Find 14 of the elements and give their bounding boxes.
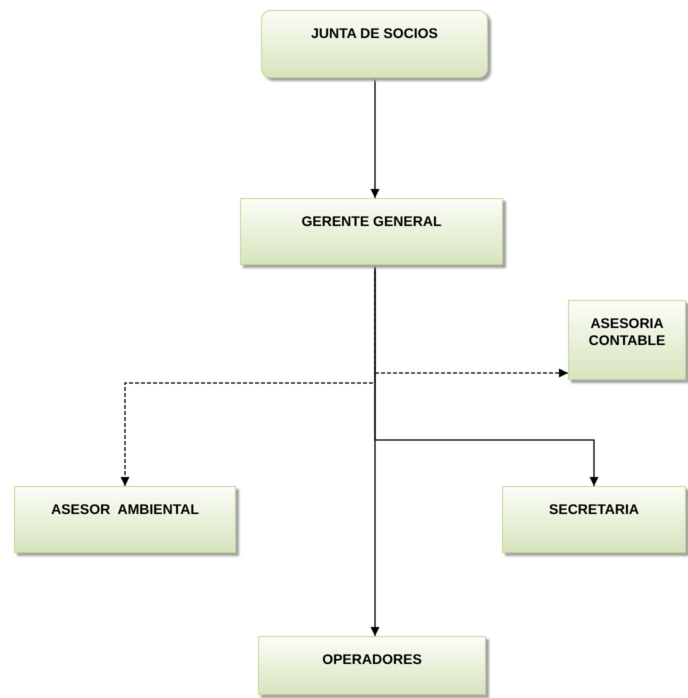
role-label: JUNTA DE SOCIOS <box>311 25 438 42</box>
org-box <box>258 636 486 695</box>
role-label: ASESOR AMBIENTAL <box>51 501 199 518</box>
org-box <box>568 300 686 380</box>
org-box <box>240 198 503 265</box>
arrow <box>370 78 380 198</box>
org-box <box>14 486 236 553</box>
role-label: SECRETARIA <box>549 501 639 518</box>
role-label: OPERADORES <box>322 651 422 668</box>
role-label: GERENTE GENERAL <box>301 213 442 230</box>
org-box <box>261 10 488 78</box>
connector-line <box>374 265 376 440</box>
org-box <box>502 486 686 553</box>
role-label: ASESORIA CONTABLE <box>588 315 666 349</box>
